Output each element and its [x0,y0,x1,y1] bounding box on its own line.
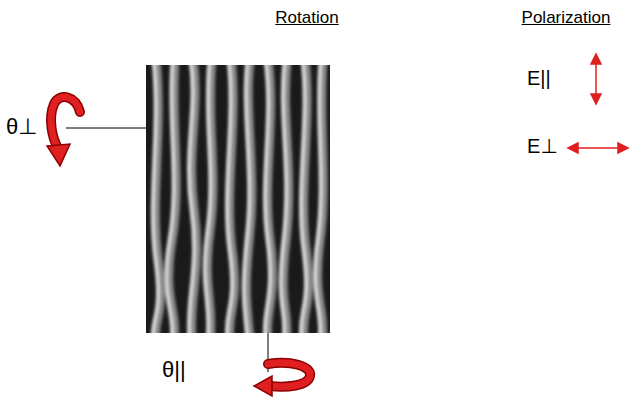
polarization-arrow [568,143,628,153]
rotation-label: θ|| [162,357,186,383]
polarization-arrow [591,54,601,104]
rotation-arrow [47,97,80,166]
polarization-label: E|| [527,66,551,90]
axis-line [66,128,146,129]
polarization-label: E⊥ [527,134,558,158]
section-heading: Rotation [275,8,338,28]
stripe-image [146,60,330,340]
rotation-arrow [254,363,310,396]
section-heading: Polarization [522,8,611,28]
rotation-label: θ⊥ [6,114,37,140]
